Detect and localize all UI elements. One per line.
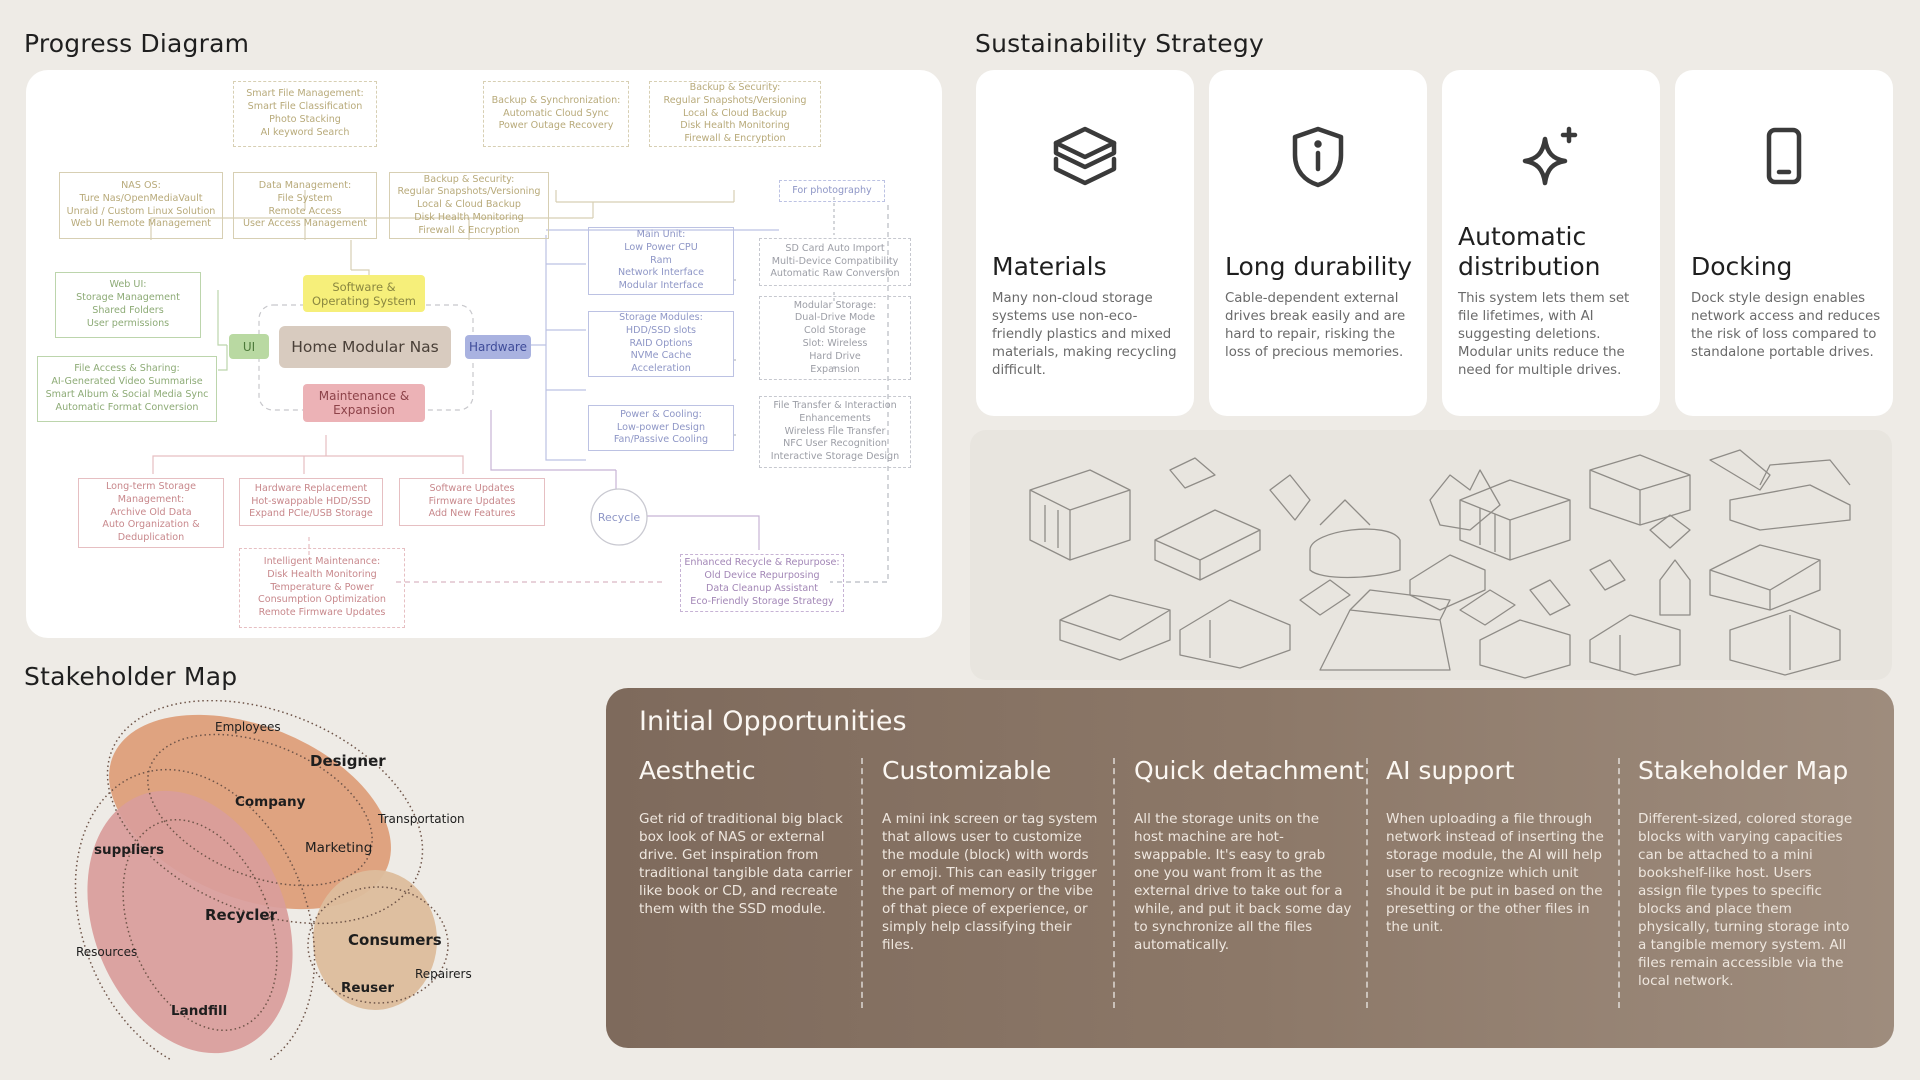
file-access-box: File Access & Sharing:AI-Generated Video… [37, 356, 217, 422]
card-title: Long durability [1225, 252, 1413, 281]
smart-file-management-box: Smart File Management:Smart File Classif… [233, 81, 377, 147]
card-title: Docking [1691, 252, 1793, 281]
phone-icon [1675, 125, 1893, 195]
shield-info-icon [1209, 125, 1427, 195]
enhanced-recycle-box: Enhanced Recycle & Repurpose:Old Device … [680, 554, 844, 612]
for-photography-box: For photography [779, 180, 885, 202]
product-sketches-image [970, 430, 1892, 680]
opportunity-text: When uploading a file through network in… [1386, 811, 1604, 935]
opportunity-text: A mini ink screen or tag system that all… [882, 811, 1098, 953]
opportunity-title: Aesthetic [639, 756, 756, 785]
card-description: Many non-cloud storage systems use non-e… [992, 291, 1177, 378]
reuser-label: Reuser [341, 980, 394, 996]
recycler-region [87, 790, 293, 1054]
stakeholder-map-diagram: Employees Designer Company Transportatio… [74, 700, 472, 1060]
opportunity-column: Customizable A mini ink screen or tag sy… [882, 756, 1100, 954]
card-title: Materials [992, 252, 1107, 281]
transportation-label: Transportation [377, 812, 465, 826]
sustainability-card-docking: Docking Dock style design enables networ… [1675, 70, 1893, 416]
opportunity-title: Customizable [882, 756, 1052, 785]
suppliers-label: suppliers [94, 842, 164, 858]
column-divider [861, 758, 863, 1008]
maintenance-expansion-node[interactable]: Maintenance &Expansion [303, 384, 425, 422]
recycler-label: Recycler [205, 906, 278, 924]
consumers-label: Consumers [348, 931, 442, 949]
sparkle-icon [1442, 125, 1660, 195]
opportunity-column: Aesthetic Get rid of traditional big bla… [639, 756, 857, 918]
sustainability-card-automatic-distribution: Automatic distribution This system lets … [1442, 70, 1660, 416]
stakeholder-map-title: Stakeholder Map [24, 662, 238, 691]
opportunity-column: AI support When uploading a file through… [1386, 756, 1604, 936]
initial-opportunities-panel: Initial Opportunities Aesthetic Get rid … [606, 688, 1894, 1048]
sketch-drawings [1029, 449, 1851, 679]
employees-label: Employees [215, 720, 281, 734]
card-description: Dock style design enables network access… [1691, 291, 1881, 360]
column-divider [1113, 758, 1115, 1008]
landfill-label: Landfill [171, 1003, 227, 1019]
resources-label: Resources [76, 945, 137, 959]
opportunity-title: Quick detachment [1134, 756, 1364, 785]
opportunity-column: Stakeholder Map Different-sized, colored… [1638, 756, 1856, 990]
designer-label: Designer [310, 752, 386, 770]
repairers-label: Repairers [415, 967, 472, 981]
opportunity-text: Get rid of traditional big black box loo… [639, 811, 853, 917]
intelligent-maintenance-box: Intelligent Maintenance:Disk Health Moni… [239, 548, 405, 628]
progress-diagram-panel: Smart File Management:Smart File Classif… [26, 70, 942, 638]
software-os-node[interactable]: Software &Operating System [303, 275, 425, 312]
opportunity-text: All the storage units on the host machin… [1134, 811, 1352, 953]
opportunity-title: AI support [1386, 756, 1515, 785]
layers-icon [976, 125, 1194, 195]
home-modular-nas-node[interactable]: Home Modular Nas [279, 326, 451, 368]
column-divider [1618, 758, 1620, 1008]
sustainability-card-materials: Materials Many non-cloud storage systems… [976, 70, 1194, 416]
recycle-node[interactable]: Recycle [597, 511, 641, 524]
ui-node[interactable]: UI [229, 334, 269, 359]
progress-diagram-title: Progress Diagram [24, 29, 250, 58]
card-description: Cable-dependent external drives break ea… [1225, 291, 1406, 360]
backup-sync-box: Backup & Synchronization:Automatic Cloud… [483, 81, 629, 147]
card-description: This system lets them set file lifetimes… [1458, 291, 1630, 378]
backup-security-top-box: Backup & Security:Regular Snapshots/Vers… [649, 81, 821, 147]
hardware-node[interactable]: Hardware [465, 335, 531, 359]
opportunities-title: Initial Opportunities [639, 706, 907, 737]
opportunity-column: Quick detachment All the storage units o… [1134, 756, 1364, 954]
consumers-region [313, 870, 437, 1010]
column-divider [1366, 758, 1368, 1008]
card-title: Automatic distribution [1458, 222, 1601, 281]
backup-security-box: Backup & Security:Regular Snapshots/Vers… [389, 172, 549, 239]
marketing-label: Marketing [305, 840, 372, 856]
sustainability-card-long-durability: Long durability Cable-dependent external… [1209, 70, 1427, 416]
sustainability-title: Sustainability Strategy [975, 29, 1264, 58]
opportunity-text: Different-sized, colored storage blocks … [1638, 811, 1853, 989]
company-label: Company [235, 794, 306, 810]
opportunity-title: Stakeholder Map [1638, 756, 1849, 785]
